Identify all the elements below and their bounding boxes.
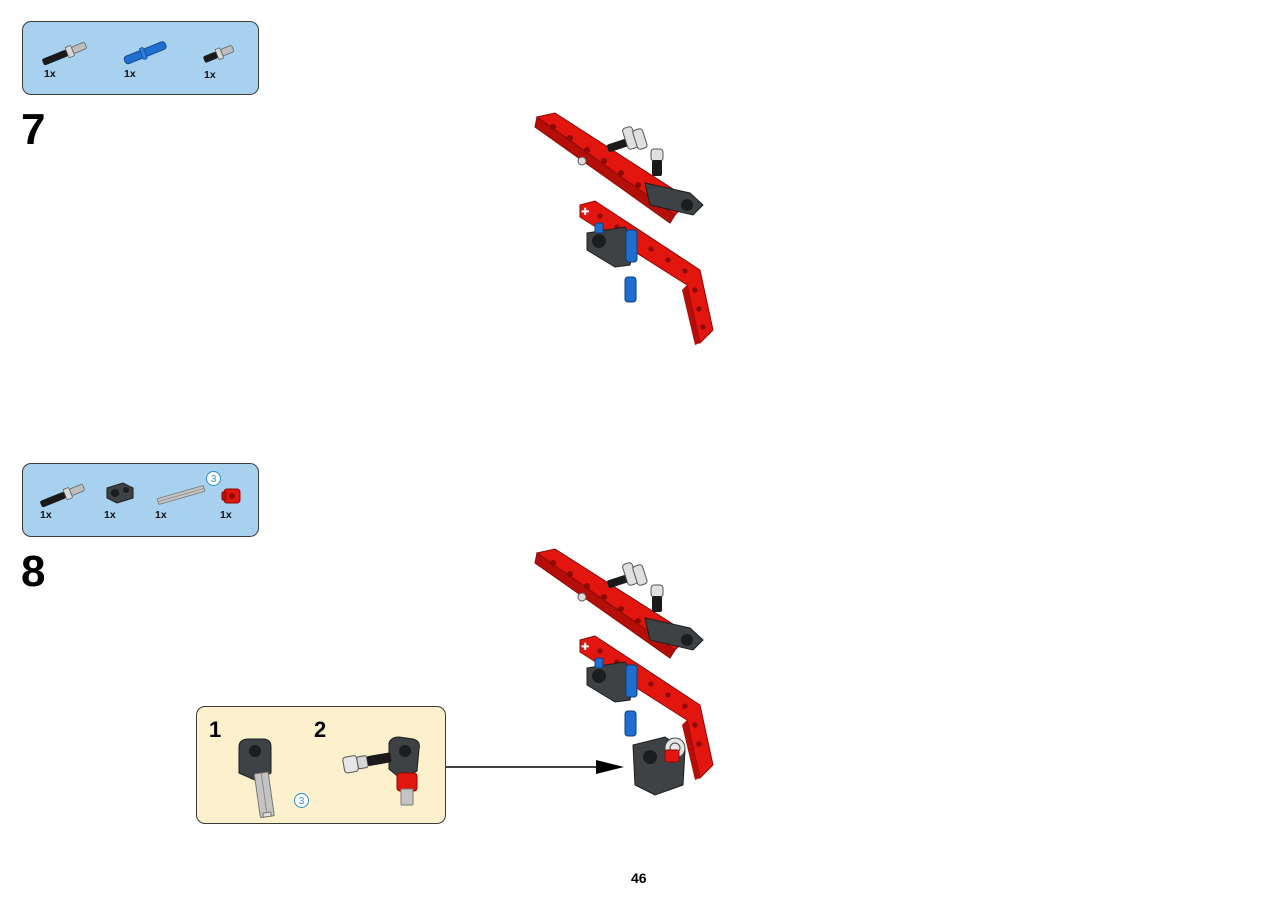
subassembly-arrow: [446, 760, 624, 774]
substep-number: 1: [209, 717, 222, 742]
friction-pin-short: [650, 148, 664, 176]
svg-text:✚: ✚: [581, 207, 589, 218]
part-quantity: 1x: [44, 68, 56, 80]
part-quantity: 1x: [104, 509, 116, 521]
blue-axle-pin: [594, 657, 638, 737]
part-quantity: 1x: [40, 509, 52, 521]
black-friction-pin-short-icon: [203, 45, 234, 63]
page-number: 46: [631, 870, 647, 886]
part-quantity: 1x: [204, 69, 216, 81]
svg-text:✚: ✚: [581, 642, 589, 653]
step-7-parts-list: 1x 1x 1x: [22, 21, 259, 95]
axle-length-badge: 3: [206, 471, 221, 486]
step-8-model-illustration: ✚: [534, 548, 714, 796]
red-bush-icon: [221, 488, 241, 504]
step-number: 7: [21, 105, 46, 154]
black-friction-pin-bush-icon: [42, 42, 87, 66]
friction-pin-with-bush: [607, 126, 648, 152]
step-7-model-illustration: ✚: [534, 112, 714, 345]
friction-pin-with-bush: [607, 562, 648, 588]
attached-subassembly: [632, 736, 686, 796]
step-number: 8: [21, 547, 46, 596]
step-8-parts-list: 1x 1x 1x 3 1x: [22, 463, 259, 537]
friction-pin-short: [650, 584, 664, 612]
blue-axle-pin: [594, 222, 638, 303]
axle-length-badge: 3: [294, 793, 309, 808]
part-quantity: 1x: [155, 509, 167, 521]
subassembly-callout: 1 2 3: [196, 706, 446, 824]
part-quantity: 1x: [124, 68, 136, 80]
part-quantity: 1x: [220, 509, 232, 521]
black-friction-pin-bush-icon: [40, 484, 85, 508]
substep-number: 2: [314, 717, 327, 742]
dark-gray-pin-connector-icon: [106, 482, 134, 504]
connector-with-pin-and-bush-icon: [342, 736, 420, 806]
gray-axle-icon: [156, 485, 206, 505]
blue-axle-pin-icon: [123, 41, 167, 65]
connector-with-axle-icon: [238, 738, 275, 818]
